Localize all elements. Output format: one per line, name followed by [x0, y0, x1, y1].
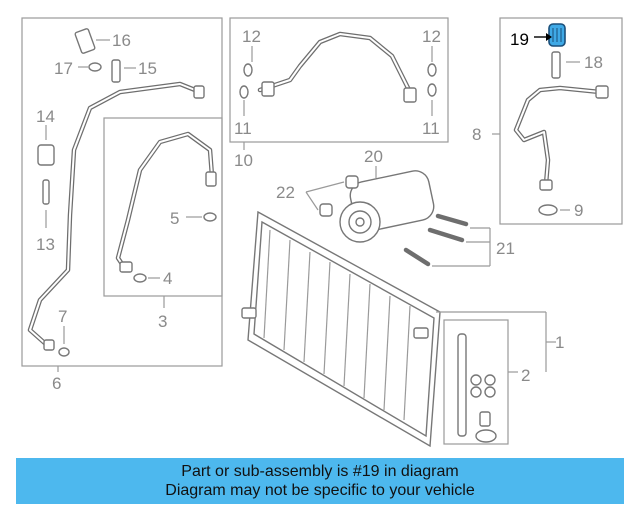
callout-13: 13 [36, 235, 55, 254]
callout-15: 15 [138, 59, 157, 78]
callout-17: 17 [54, 59, 73, 78]
callout-10: 10 [234, 151, 253, 170]
callout-1: 1 [555, 333, 564, 352]
group-6-hose-assembly [21, 17, 223, 372]
callout-21: 21 [496, 239, 515, 258]
group-10-pipe [229, 17, 449, 150]
info-banner: Part or sub-assembly is #19 in diagram D… [16, 458, 624, 504]
callout-19: 19 [510, 30, 529, 49]
callout-4: 4 [163, 269, 172, 288]
group-2-drier [443, 319, 518, 445]
callout-2: 2 [521, 366, 530, 385]
callout-5: 5 [170, 209, 179, 228]
group-3-hose [115, 131, 217, 308]
callout-22: 22 [276, 183, 295, 202]
compressor [305, 166, 491, 267]
callout-20: 20 [364, 147, 383, 166]
callout-11-left: 11 [234, 119, 252, 138]
callout-3: 3 [158, 312, 167, 331]
callout-12-left: 12 [242, 27, 261, 46]
callout-16: 16 [112, 31, 131, 50]
callout-6: 6 [52, 374, 61, 393]
callout-8: 8 [472, 125, 481, 144]
banner-line-1: Part or sub-assembly is #19 in diagram [181, 463, 459, 480]
callout-14: 14 [36, 107, 55, 126]
callout-labels: 1 2 3 4 5 6 7 8 9 10 11 11 12 12 13 14 1… [36, 27, 603, 393]
callout-12-right: 12 [422, 27, 441, 46]
condenser [241, 210, 556, 448]
group-8-hose [492, 17, 623, 225]
callout-9: 9 [574, 201, 583, 220]
banner-line-2: Diagram may not be specific to your vehi… [165, 482, 475, 499]
callout-18: 18 [584, 53, 603, 72]
callout-11-right: 11 [422, 119, 440, 138]
callout-7: 7 [58, 307, 67, 326]
